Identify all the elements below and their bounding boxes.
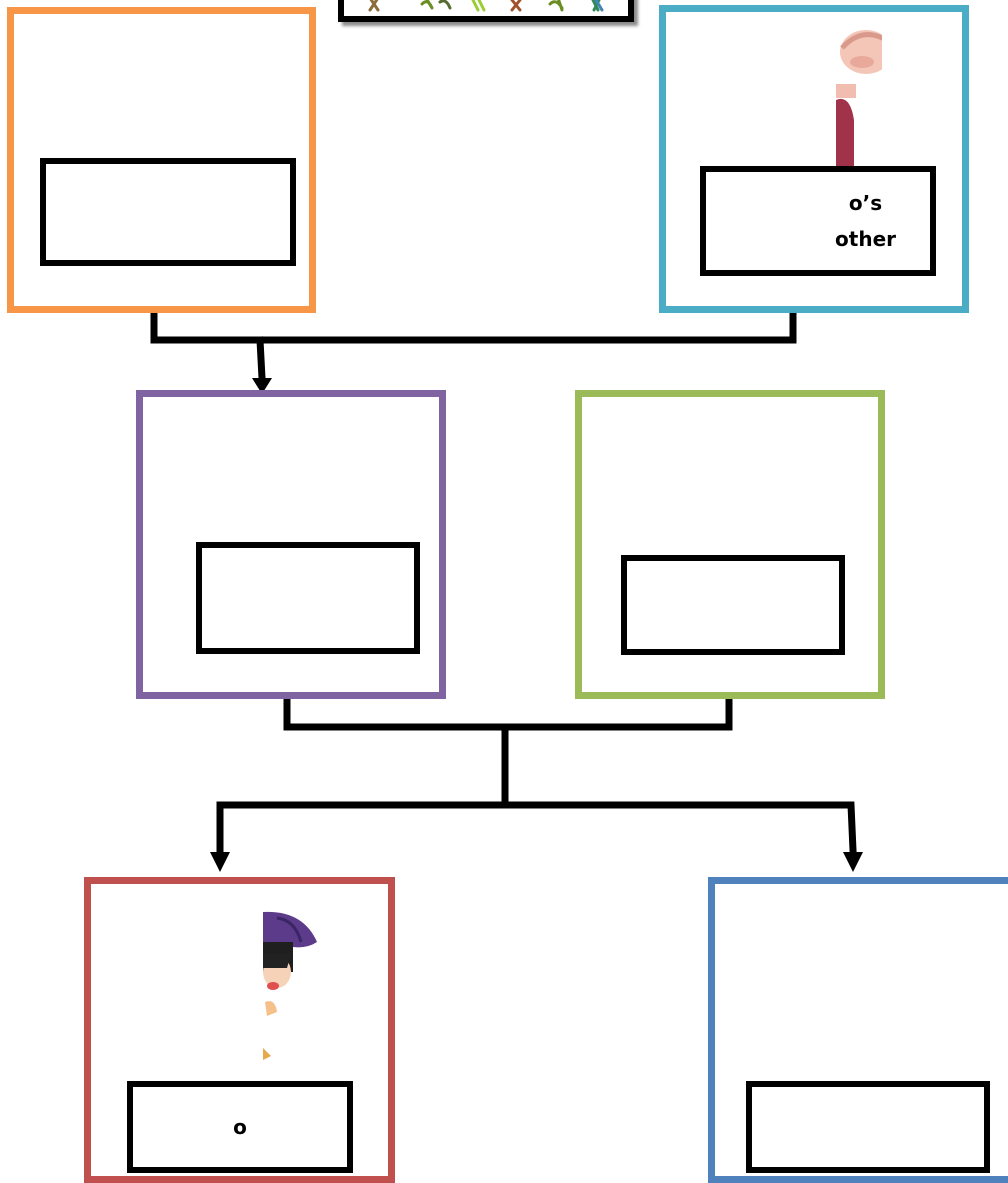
arrow-to-father-icon <box>252 378 272 394</box>
top-to-father-line <box>256 336 266 382</box>
family-member-card-bottom-right <box>708 877 1008 1183</box>
name-label-box[interactable]: o <box>127 1081 353 1173</box>
family-figures-banner <box>338 0 634 22</box>
family-member-card-bottom-left: o <box>84 877 395 1183</box>
arrow-to-sibling-icon <box>843 852 863 872</box>
family-member-card-top-right: o’s other <box>659 5 969 313</box>
name-label-box[interactable] <box>621 555 845 655</box>
name-label-box[interactable] <box>196 542 420 654</box>
arrow-to-child-icon <box>210 852 230 872</box>
grandmother-portrait-icon <box>836 22 882 172</box>
name-label-box[interactable] <box>746 1081 990 1173</box>
name-label-box[interactable]: o’s other <box>700 166 936 276</box>
family-member-card-middle-right <box>575 390 885 699</box>
name-label-box[interactable] <box>40 158 296 266</box>
family-member-card-middle-left <box>136 390 446 699</box>
family-figures-icon <box>368 0 604 12</box>
top-couple-connector <box>150 309 797 344</box>
children-branch-line <box>216 801 857 854</box>
girl-with-purple-hat-portrait-icon <box>263 904 323 1069</box>
family-member-card-top-left <box>7 7 316 313</box>
middle-couple-connector <box>283 692 733 731</box>
